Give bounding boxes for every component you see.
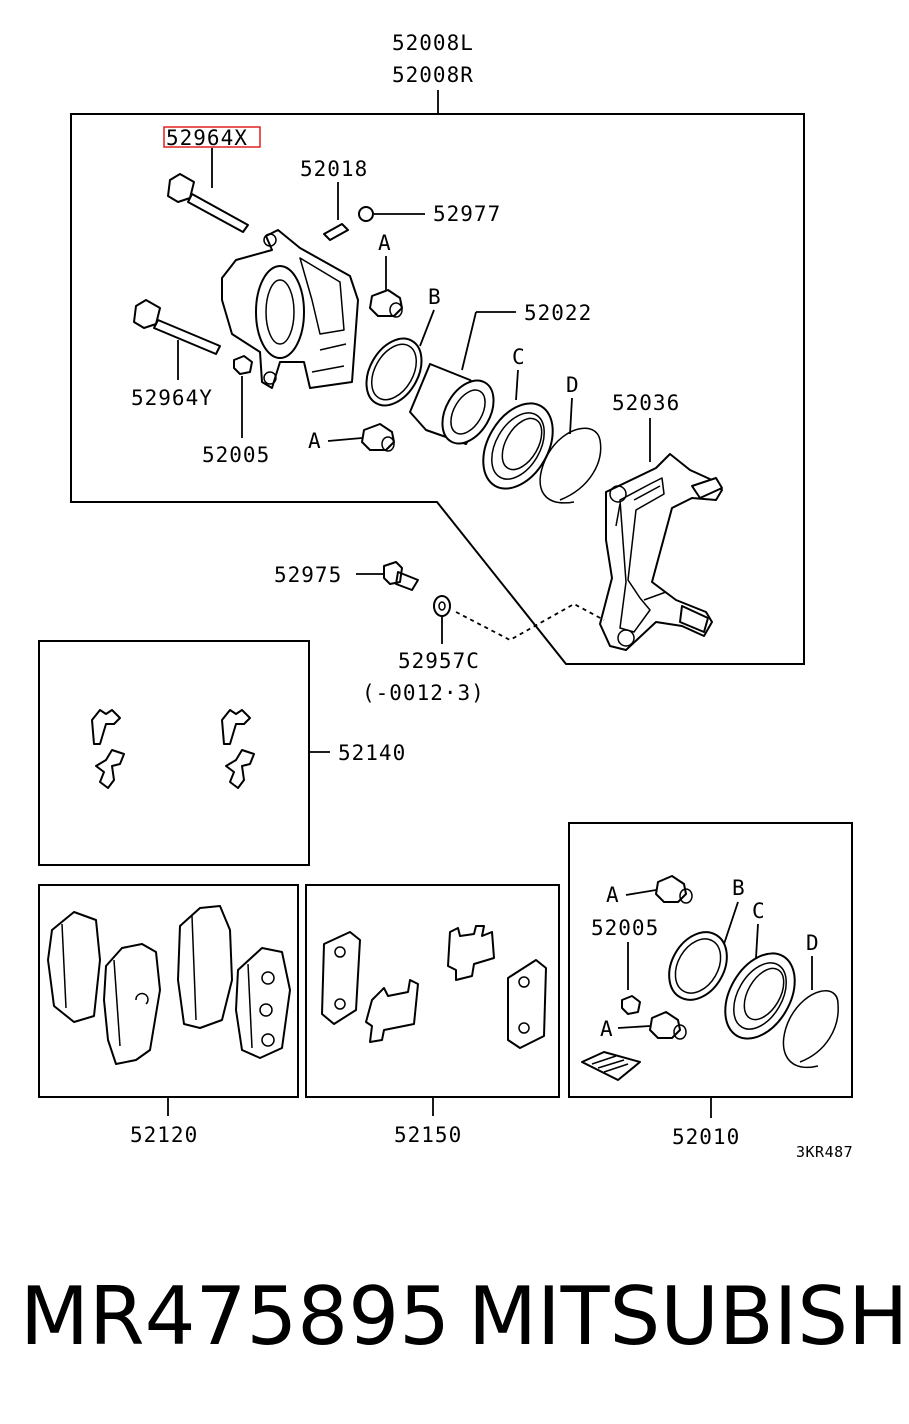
callout-52018[interactable]: 52018	[300, 157, 368, 181]
svg-text:52005: 52005	[591, 916, 659, 940]
svg-text:A: A	[600, 1017, 614, 1041]
callout-52010[interactable]: 52010	[672, 1125, 740, 1149]
footer-caption: MR475895 MITSUBISHI	[0, 1262, 909, 1372]
svg-text:B: B	[732, 876, 746, 900]
piston-seal-b: B	[365, 285, 442, 407]
box-clip-kit	[38, 640, 310, 866]
callout-52005[interactable]: 52005	[202, 443, 270, 467]
svg-text:C: C	[752, 899, 766, 923]
svg-text:A: A	[378, 231, 392, 255]
highlight-box	[163, 126, 261, 148]
mounting-bolt	[383, 561, 419, 591]
callout-52008L[interactable]: 52008L	[392, 31, 474, 55]
boot-a-upper: A	[369, 231, 403, 318]
washer	[433, 595, 451, 617]
pin-boot-small	[233, 355, 253, 375]
callout-52150[interactable]: 52150	[394, 1123, 462, 1147]
callout-52977[interactable]: 52977	[433, 202, 501, 226]
guide-pin-y	[133, 299, 221, 355]
boot-a-lower: A	[308, 423, 395, 453]
caliper-assembly-frame	[70, 90, 805, 665]
callout-52957C[interactable]: 52957C	[398, 649, 480, 673]
svg-text:B: B	[428, 285, 442, 309]
svg-text:D: D	[566, 373, 580, 397]
pad-clips	[91, 709, 255, 789]
guide-pin-x	[167, 173, 249, 233]
pad-shims	[321, 925, 547, 1049]
svg-text:D: D	[806, 931, 820, 955]
bleeder-cap	[358, 206, 374, 222]
callout-52036[interactable]: 52036	[612, 391, 680, 415]
seal-kit-parts: A B C D 52005 A	[581, 875, 839, 1081]
grease-packet	[581, 1051, 641, 1081]
retaining-ring-d: D	[539, 373, 602, 504]
brake-pads	[47, 905, 291, 1065]
callout-52120[interactable]: 52120	[130, 1123, 198, 1147]
diagram-code: 3KR487	[796, 1143, 853, 1161]
dust-boot-c: C	[482, 345, 554, 490]
part-number: MR475895	[20, 1270, 450, 1363]
caliper-support	[599, 453, 723, 651]
svg-text:C: C	[512, 345, 526, 369]
caliper-body	[221, 229, 359, 389]
callout-52140[interactable]: 52140	[338, 741, 406, 765]
svg-text:A: A	[606, 883, 620, 907]
svg-text:A: A	[308, 429, 322, 453]
svg-text:52022: 52022	[524, 301, 592, 325]
bleeder-screw	[323, 223, 349, 241]
brake-caliper-parts-diagram: 52008L 52008R 52964X 52018 52977 A A	[38, 31, 853, 1161]
callout-52957C-note: (-0012·3)	[362, 681, 485, 705]
piston: 52022	[409, 301, 592, 445]
callout-52964X[interactable]: 52964X	[166, 126, 248, 150]
callout-52964Y[interactable]: 52964Y	[131, 386, 213, 410]
callout-52975[interactable]: 52975	[274, 563, 342, 587]
brand-name: MITSUBISHI	[468, 1270, 909, 1363]
callout-52008R[interactable]: 52008R	[392, 63, 474, 87]
